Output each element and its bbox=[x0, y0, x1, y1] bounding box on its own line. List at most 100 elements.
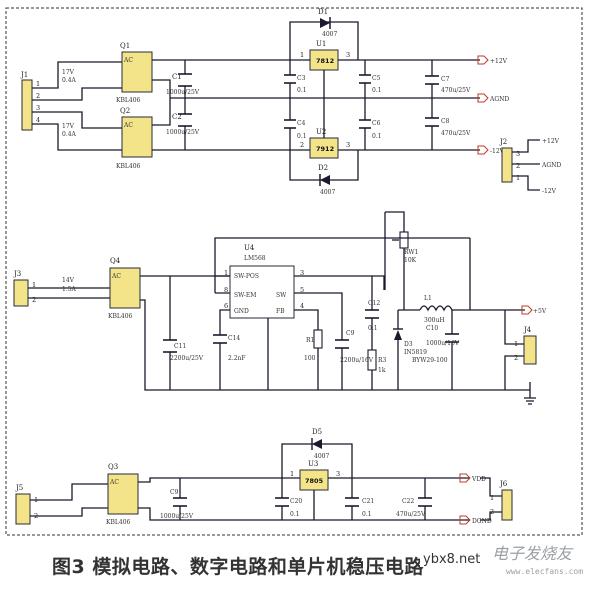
ac-top-voltage: 17V bbox=[62, 69, 75, 76]
potentiometer-rw1 bbox=[399, 231, 409, 249]
q3-ac-mark: AC bbox=[109, 479, 119, 486]
u2-part: 7912 bbox=[316, 145, 334, 153]
c5-label: C5 bbox=[372, 75, 381, 82]
j5-label: J5 bbox=[15, 484, 23, 492]
d1-label: D1 bbox=[318, 8, 328, 16]
c4-label: C4 bbox=[297, 120, 306, 127]
j2-out-agnd: AGND bbox=[541, 162, 561, 169]
out-minus12v: -12V bbox=[490, 148, 505, 155]
u3-part: 7805 bbox=[305, 477, 324, 485]
resistor-r1 bbox=[313, 329, 323, 349]
q1-part: KBL406 bbox=[116, 97, 141, 104]
u4-pin6: 6 bbox=[224, 302, 228, 310]
q2-label: Q2 bbox=[120, 107, 130, 115]
c9-label: C9 bbox=[346, 330, 355, 337]
q1-label: Q1 bbox=[120, 42, 130, 50]
l1-value: 300uH bbox=[424, 317, 445, 324]
u4-pin8: 8 bbox=[224, 286, 228, 294]
u1-pin3: 3 bbox=[346, 51, 350, 59]
r3-label: R3 bbox=[378, 357, 387, 364]
watermark-logo: 电子发烧友 bbox=[492, 544, 573, 563]
c20-value: 0.1 bbox=[290, 511, 300, 518]
diode-d3 bbox=[394, 330, 402, 340]
u4-pin-gnd: GND bbox=[234, 308, 249, 315]
connector-j1 bbox=[21, 79, 33, 131]
q4-label: Q4 bbox=[110, 257, 121, 265]
ground-icon bbox=[524, 382, 536, 405]
u3-pin1: 1 bbox=[290, 470, 294, 478]
c9b-value: 1000u/25V bbox=[160, 513, 194, 520]
c22-value: 470u/25V bbox=[396, 511, 426, 518]
u4-pin5: 5 bbox=[300, 286, 304, 294]
bridge-q4 bbox=[109, 267, 141, 309]
ac-bottom-current: 0.4A bbox=[62, 131, 77, 138]
u4-pin4: 4 bbox=[300, 302, 304, 310]
c20-label: C20 bbox=[290, 498, 302, 505]
j3-pin2: 2 bbox=[32, 296, 36, 304]
c12-value: 0.1 bbox=[368, 325, 378, 332]
j2-out-plus12: +12V bbox=[542, 138, 560, 145]
j4-pin2: 2 bbox=[514, 354, 518, 362]
c14-label: C14 bbox=[228, 335, 240, 342]
u1-part: 7812 bbox=[316, 57, 334, 65]
c5-value: 0.1 bbox=[372, 87, 382, 94]
c9-value: 2200u/16V bbox=[340, 357, 374, 364]
c8-label: C8 bbox=[441, 118, 450, 125]
u4-pin-fb: FB bbox=[276, 308, 285, 315]
u2-label: U2 bbox=[316, 128, 326, 136]
l1-label: L1 bbox=[424, 295, 432, 302]
c7-label: C7 bbox=[441, 76, 450, 83]
u4-pin-swem: SW-EM bbox=[234, 292, 256, 299]
c3-label: C3 bbox=[297, 75, 306, 82]
j2-pin2: 2 bbox=[516, 162, 520, 170]
c22-label: C22 bbox=[402, 498, 414, 505]
j3-pin1: 1 bbox=[32, 281, 36, 289]
j3-ac-current: 1.5A bbox=[62, 286, 77, 293]
j1-label: J1 bbox=[20, 71, 28, 79]
out-vdd: VDD bbox=[471, 476, 486, 483]
c8-value: 470u/25V bbox=[441, 130, 471, 137]
u1-pin1: 1 bbox=[300, 51, 304, 59]
c7-value: 470u/25V bbox=[441, 87, 471, 94]
watermark-url: www.elecfans.com bbox=[506, 567, 584, 576]
u3-label: U3 bbox=[308, 460, 318, 468]
c21-value: 0.1 bbox=[362, 511, 372, 518]
rw1-value: 10K bbox=[404, 257, 417, 264]
inductor-l1 bbox=[419, 305, 453, 312]
u4-pin1: 1 bbox=[224, 269, 228, 277]
d5-part: 4007 bbox=[314, 453, 329, 460]
d5-label: D5 bbox=[312, 428, 322, 436]
c9b-label: C9 bbox=[170, 489, 179, 496]
j3-label: J3 bbox=[13, 270, 21, 278]
bridge-q3 bbox=[107, 473, 139, 515]
j2-pin1: 1 bbox=[516, 174, 520, 182]
connector-j5 bbox=[15, 493, 31, 525]
j2-label: J2 bbox=[499, 138, 507, 146]
bridge-q2 bbox=[121, 116, 153, 158]
u4-pin-sw: SW bbox=[276, 292, 287, 299]
c10-label: C10 bbox=[426, 325, 438, 332]
j1-pin2: 2 bbox=[36, 92, 40, 100]
u3-pin3: 3 bbox=[336, 470, 340, 478]
d3-label: D3 bbox=[404, 341, 413, 348]
c6-label: C6 bbox=[372, 120, 381, 127]
connector-j3 bbox=[13, 279, 29, 307]
d4-part: BYW29-100 bbox=[412, 357, 448, 364]
section-dual-supply: J1 1 2 3 4 17V 0.4A 17V 0.4A Q1 KBL406 A… bbox=[20, 8, 561, 196]
j4-label: J4 bbox=[523, 326, 532, 334]
c11-label: C11 bbox=[174, 343, 186, 350]
u4-part: LM568 bbox=[244, 255, 266, 262]
j6-label: J6 bbox=[499, 480, 508, 488]
d2-part: 4007 bbox=[320, 189, 335, 196]
watermark-site: ybx8.net bbox=[420, 552, 484, 567]
r1-label: R1 bbox=[306, 337, 314, 344]
j2-out-minus12: -12V bbox=[542, 188, 557, 195]
c1-value: 1000u/25V bbox=[166, 89, 200, 96]
figure-border bbox=[5, 7, 583, 536]
c12-label: C12 bbox=[368, 300, 380, 307]
c11-value: 2200u/25V bbox=[170, 355, 204, 362]
u4-pin-swpos: SW-POS bbox=[234, 273, 259, 280]
j1-pin1: 1 bbox=[36, 80, 40, 88]
diode-d1 bbox=[320, 18, 330, 28]
c14-value: 2.2nF bbox=[228, 355, 246, 362]
